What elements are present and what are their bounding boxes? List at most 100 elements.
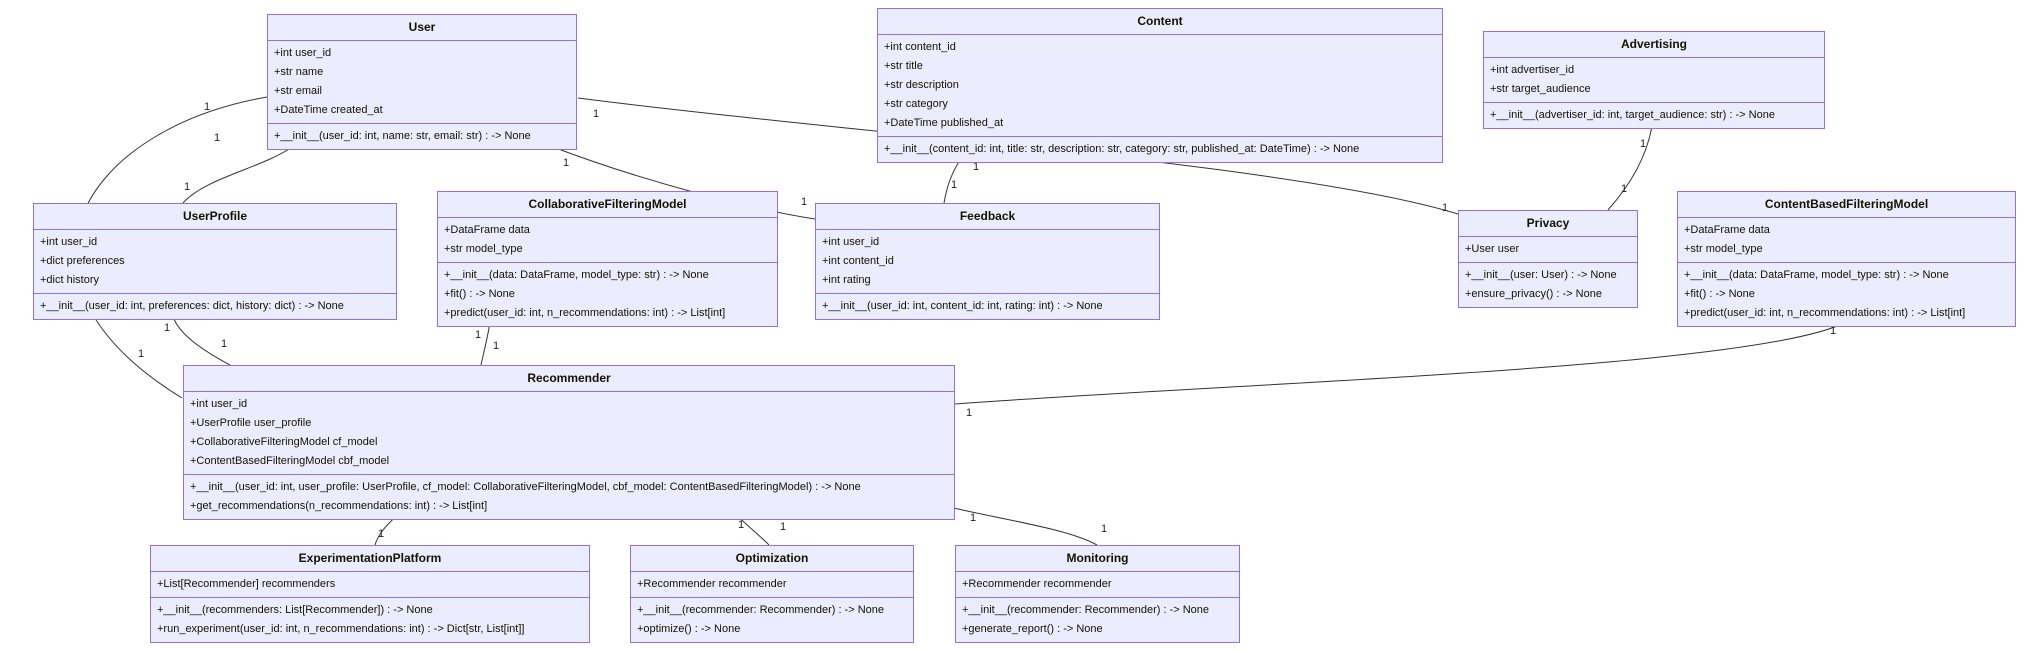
multiplicity-label: 1 — [1101, 523, 1107, 535]
attributes-section: +List[Recommender] recommenders — [151, 572, 589, 598]
attributes-section: +DataFrame data +str model_type — [1678, 218, 2015, 263]
class-box-cbfmodel: ContentBasedFilteringModel+DataFrame dat… — [1677, 191, 2016, 327]
attributes-section: +int advertiser_id+str target_audience — [1484, 58, 1824, 103]
methods-section: +__init__(user: User) : -> None+ensure_p… — [1459, 263, 1637, 307]
class-name: UserProfile — [34, 204, 396, 230]
class-attribute: +str model_type — [444, 243, 523, 255]
class-attribute: +str target_audience — [1490, 83, 1591, 95]
class-method: +__init__(data: DataFrame, model_type: s… — [1684, 269, 1949, 281]
class-method: +run_experiment(user_id: int, n_recommen… — [157, 623, 525, 635]
class-attribute: +str category — [884, 98, 948, 110]
methods-section: +__init__(user_id: int, user_profile: Us… — [184, 475, 954, 519]
multiplicity-label: 1 — [973, 161, 979, 173]
edge-recommender-monitoring — [948, 506, 1098, 546]
class-attribute: +List[Recommender] recommenders — [157, 578, 336, 590]
edge-advertising-privacy — [1607, 125, 1653, 211]
class-method: +fit() : -> None — [444, 288, 515, 300]
class-method: +__init__(user_id: int, name: str, email… — [274, 130, 531, 142]
class-attribute: +dict history — [40, 274, 99, 286]
class-attribute: +int content_id — [822, 255, 894, 267]
class-attribute: +DateTime created_at — [274, 104, 383, 116]
attributes-section: +int content_id +str title +str descriptio… — [878, 35, 1442, 137]
class-name: Recommender — [184, 366, 954, 392]
class-attribute: +CollaborativeFilteringModel cf_model — [190, 436, 378, 448]
edge-cfmodel-recommender — [480, 321, 491, 366]
class-box-content: Content +int content_id +str title +str des… — [877, 8, 1443, 163]
class-name: CollaborativeFilteringModel — [438, 192, 777, 218]
class-name: ContentBasedFilteringModel — [1678, 192, 2015, 218]
class-method: +__init__(data: DataFrame, model_type: s… — [444, 269, 709, 281]
class-name: Feedback — [816, 204, 1159, 230]
class-method: +__init__(content_id: int, title: str, d… — [884, 143, 1360, 155]
class-attribute: +ContentBasedFilteringModel cbf_model — [190, 455, 390, 467]
multiplicity-label: 1 — [738, 519, 744, 531]
methods-section: +__init__(content_id: int, title: str, d… — [878, 137, 1442, 162]
class-box-experimentation: ExperimentationPlatform +List[Recommender… — [150, 545, 590, 643]
class-attribute: +Recommender recommender — [962, 578, 1112, 590]
class-attribute: +str model_type — [1684, 243, 1763, 255]
class-attribute: +DateTime published_at — [884, 117, 1004, 129]
multiplicity-label: 1 — [1621, 183, 1627, 195]
class-attribute: +int user_id — [40, 236, 98, 248]
multiplicity-label: 1 — [563, 157, 569, 169]
class-attribute: +int user_id — [274, 47, 332, 59]
class-box-user: User+int user_id+str name+str email+Date… — [267, 14, 577, 150]
class-method: +__init__(recommender: Recommender) : ->… — [637, 604, 885, 616]
attributes-section: +Recommender recommender — [631, 572, 913, 598]
class-box-userprofile: UserProfile +int user_id +dict preferences… — [33, 203, 397, 320]
methods-section: +__init__(data: DataFrame, model_type: s… — [438, 263, 777, 326]
class-attribute: +str description — [884, 79, 959, 91]
class-box-monitoring: Monitoring +Recommender recommender +__ini… — [955, 545, 1240, 643]
class-method: +__init__(user_id: int, user_profile: Us… — [190, 481, 861, 493]
class-name: ExperimentationPlatform — [151, 546, 589, 572]
class-attribute: +Recommender recommender — [637, 578, 787, 590]
multiplicity-label: 1 — [214, 132, 220, 144]
class-box-privacy: Privacy+User user+__init__(user: User) :… — [1458, 210, 1638, 308]
methods-section: +__init__(recommenders: List[Recommender… — [151, 598, 589, 642]
class-name: Privacy — [1459, 211, 1637, 237]
class-method: +__init__(recommender: Recommender) : ->… — [962, 604, 1210, 616]
class-attribute: +int content_id — [884, 41, 956, 53]
class-method: +__init__(user: User) : -> None — [1465, 269, 1617, 281]
class-method: +predict(user_id: int, n_recommendations… — [1684, 307, 1966, 319]
multiplicity-label: 1 — [221, 338, 227, 350]
multiplicity-label: 1 — [1640, 138, 1646, 150]
class-box-advertising: Advertising+int advertiser_id+str target… — [1483, 31, 1825, 129]
multiplicity-label: 1 — [780, 521, 786, 533]
class-attribute: +str name — [274, 66, 324, 78]
methods-section: +__init__(user_id: int, preferences: dic… — [34, 294, 396, 319]
multiplicity-label: 1 — [1830, 325, 1836, 337]
multiplicity-label: 1 — [138, 348, 144, 360]
class-attribute: +DataFrame data — [1684, 224, 1770, 236]
class-name: Monitoring — [956, 546, 1239, 572]
class-method: +generate_report() : -> None — [962, 623, 1103, 635]
class-attribute: +dict preferences — [40, 255, 125, 267]
class-method: +__init__(user_id: int, content_id: int,… — [822, 300, 1103, 312]
attributes-section: +int user_id+str name+str email+DateTime… — [268, 41, 576, 124]
class-attribute: +str title — [884, 60, 923, 72]
multiplicity-label: 1 — [378, 528, 384, 540]
class-method: +__init__(advertiser_id: int, target_aud… — [1490, 109, 1775, 121]
class-box-feedback: Feedback+int user_id+int content_id+int … — [815, 203, 1160, 320]
class-attribute: +int user_id — [822, 236, 880, 248]
multiplicity-label: 1 — [493, 340, 499, 352]
class-method: +__init__(user_id: int, preferences: dic… — [40, 300, 344, 312]
methods-section: +__init__(advertiser_id: int, target_aud… — [1484, 103, 1824, 128]
multiplicity-label: 1 — [951, 179, 957, 191]
methods-section: +__init__(recommender: Recommender) : ->… — [631, 598, 913, 642]
class-method: +__init__(recommenders: List[Recommender… — [157, 604, 433, 616]
class-method: +optimize() : -> None — [637, 623, 741, 635]
multiplicity-label: 1 — [184, 181, 190, 193]
class-method: +fit() : -> None — [1684, 288, 1755, 300]
multiplicity-label: 1 — [593, 108, 599, 120]
class-name: Optimization — [631, 546, 913, 572]
class-method: +predict(user_id: int, n_recommendations… — [444, 307, 726, 319]
class-name: User — [268, 15, 576, 41]
attributes-section: +int user_id+UserProfile user_profile+Co… — [184, 392, 954, 475]
multiplicity-label: 1 — [966, 407, 972, 419]
class-name: Content — [878, 9, 1442, 35]
class-box-cfmodel: CollaborativeFilteringModel+DataFrame da… — [437, 191, 778, 327]
multiplicity-label: 1 — [801, 196, 807, 208]
methods-section: +__init__(user_id: int, content_id: int,… — [816, 294, 1159, 319]
